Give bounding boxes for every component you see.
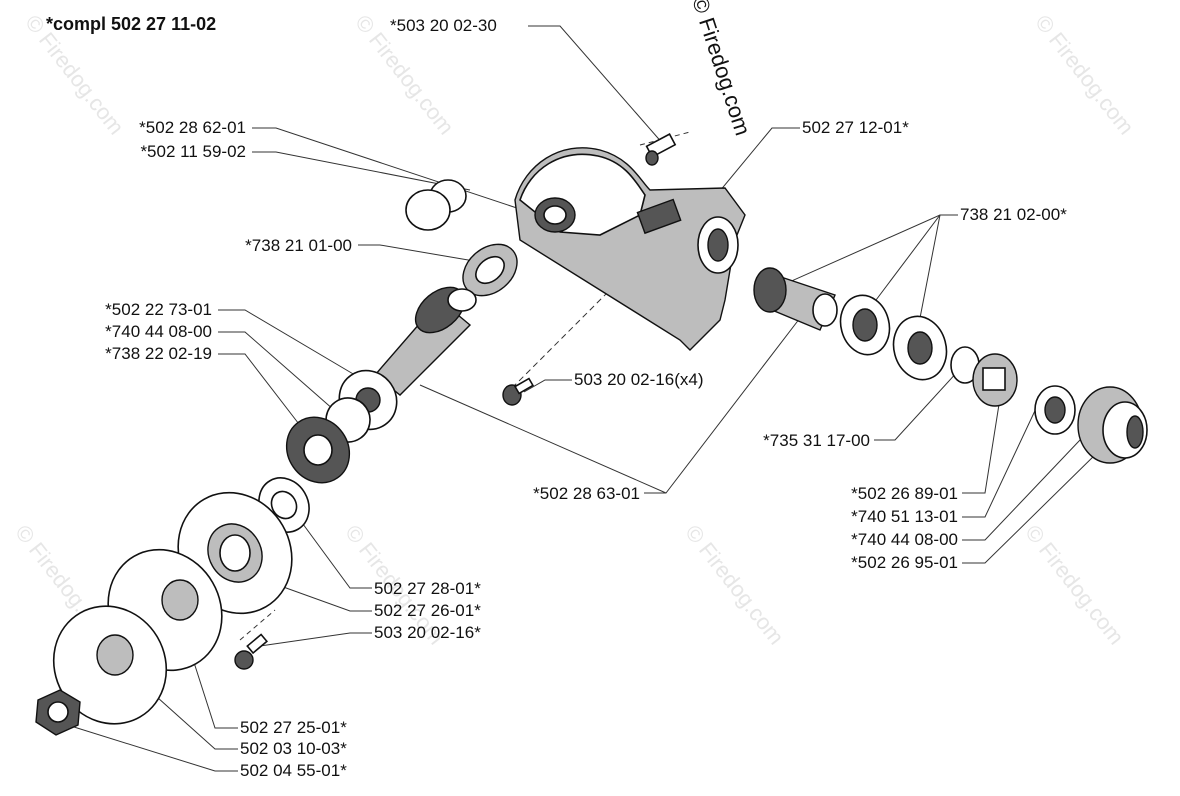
screw-flange [234,633,269,670]
nut [35,689,81,736]
plug-cap [405,179,467,231]
part-label: 502 27 26-01* [374,601,481,620]
part-label: 502 27 12-01* [802,118,909,137]
part-label: *502 11 59-02 [140,142,246,161]
part-label: *502 26 95-01 [851,553,958,572]
part-label: 502 04 55-01* [240,761,347,780]
screw-middle [502,377,535,406]
right-bearings [839,294,1148,464]
part-label: *740 44 08-00 [851,530,958,549]
part-label: *735 31 17-00 [763,431,870,450]
part-label: *502 26 89-01 [851,484,958,503]
part-label: *738 21 01-00 [245,236,352,255]
part-label: *740 51 13-01 [851,507,958,526]
part-label: 503 20 02-16* [374,623,481,642]
part-label: 502 03 10-03* [240,739,347,758]
part-label: *502 28 62-01 [139,118,246,137]
pinion-gear [753,267,838,331]
part-label: 502 27 25-01* [240,718,347,737]
needle-bearing [462,243,518,297]
part-label: *502 22 73-01 [105,300,212,319]
shaft [373,286,477,396]
assembly-title: *compl 502 27 11-02 [46,14,217,34]
part-label: *740 44 08-00 [105,322,212,341]
part-label: 502 27 28-01* [374,579,481,598]
gear-housing [514,147,746,351]
leader-lines [57,25,1101,772]
part-label: 503 20 02-16(x4) [574,370,704,389]
part-label: *503 20 02-30 [390,16,497,35]
lower-bearings [285,369,398,484]
screw-top [645,133,677,166]
part-label: *502 28 63-01 [533,484,640,503]
part-label: 738 21 02-00* [960,205,1067,224]
part-label: *738 22 02-19 [105,344,212,363]
